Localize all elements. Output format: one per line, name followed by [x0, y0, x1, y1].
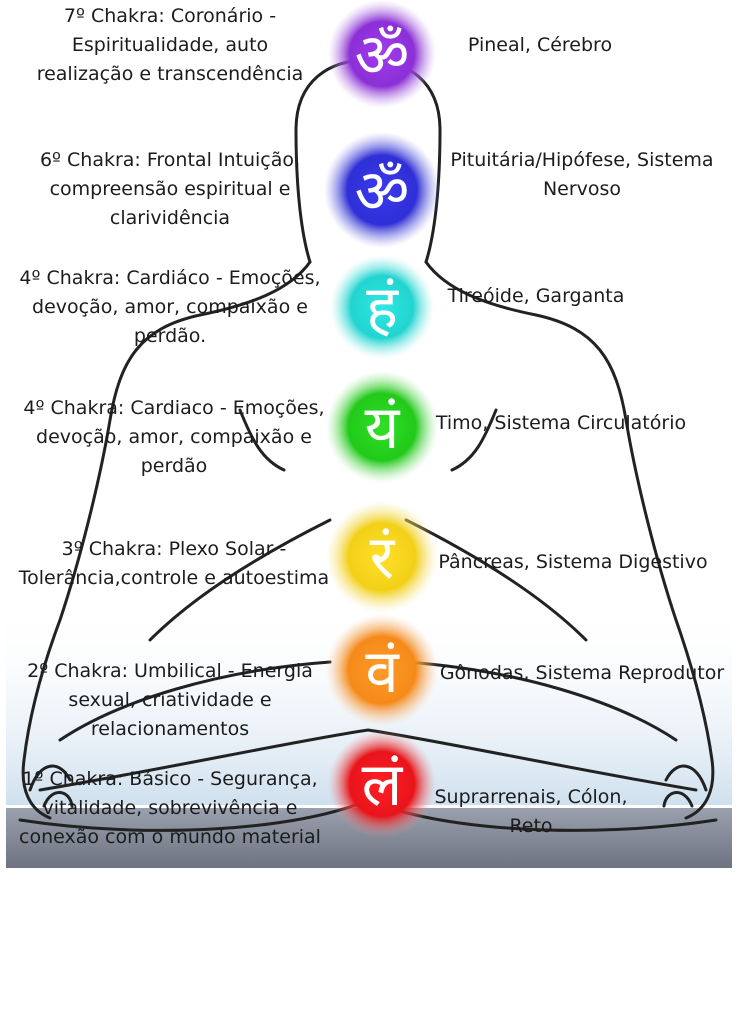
chakra-organs-third-eye: Pituitária/Hipófese, Sistema Nervoso [450, 149, 714, 200]
chakra-organs-root: Suprarrenais, Cólon, Reto [434, 786, 628, 837]
chakra-label-crown: 7º Chakra: Coronário - Espiritualidade, … [36, 5, 304, 85]
chakra-glyph-throat: हं [366, 273, 399, 343]
chakra-orb-root [328, 730, 436, 838]
chakra-label-sacral: 2º Chakra: Umbilical - Energia sexual, c… [27, 660, 313, 740]
chakra-glyph-root: लं [362, 750, 404, 820]
chakra-glyph-sacral: वं [365, 637, 400, 707]
chakra-glyph-crown: ॐ [355, 21, 410, 91]
chakra-organs-sacral: Gônodas, Sistema Reprodutor [439, 662, 725, 684]
floor [6, 808, 732, 868]
chakra-organs-solar-plexus: Pâncreas, Sistema Digestivo [438, 551, 708, 573]
chakra-glyph-solar-plexus: रं [370, 523, 396, 593]
chakra-orb-solar-plexus [326, 501, 438, 613]
chakra-label-root: 1º Chakra: Básico - Segurança, vitalidad… [19, 768, 321, 848]
chakra-orb-heart [326, 371, 438, 483]
chakra-glyph-third-eye: ॐ [355, 157, 410, 227]
chakra-label-third-eye: 6º Chakra: Frontal Intuição, compreensão… [39, 149, 301, 229]
chakra-orb-throat [330, 255, 434, 359]
chakra-glyph-heart: यं [365, 393, 401, 463]
chakra-label-solar-plexus: 3º Chakra: Plexo Solar - Tolerância,cont… [18, 538, 330, 589]
chakra-orb-sacral [326, 614, 438, 726]
chakra-organs-throat: Tireóide, Garganta [447, 285, 625, 307]
chakra-label-throat: 4º Chakra: Cardiáco - Emoções, devoção, … [19, 267, 321, 347]
chakra-orb-third-eye [324, 132, 440, 248]
chakra-organs-heart: Timo, Sistema Circulatório [435, 412, 687, 434]
chakra-orb-crown [328, 0, 436, 108]
chakra-orbs [324, 0, 440, 838]
chakra-organs-crown: Pineal, Cérebro [467, 34, 613, 56]
chakra-label-heart: 4º Chakra: Cardiaco - Emoções, devoção, … [23, 397, 325, 477]
